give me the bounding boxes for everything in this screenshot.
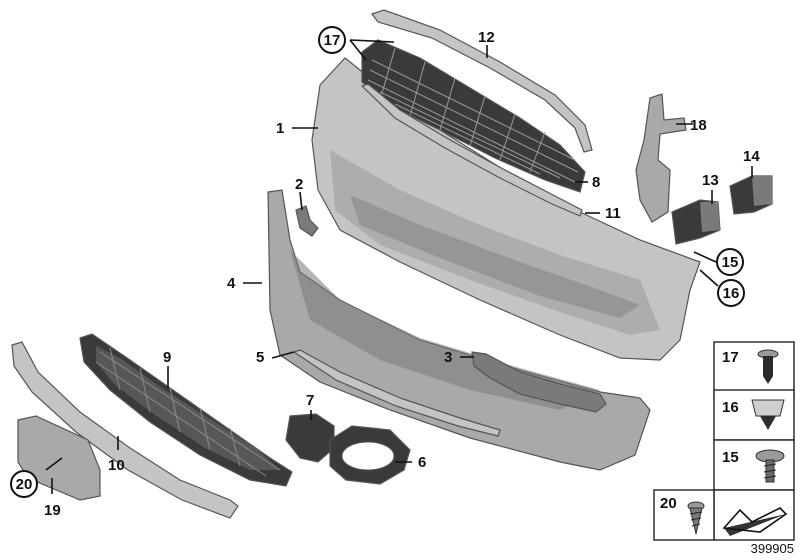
lower-trim-strip-part (292, 349, 501, 437)
clip-rivet-icon (757, 349, 779, 384)
fastener-label-15: 15 (722, 449, 739, 466)
reinforcement-bracket-part (471, 351, 607, 413)
callout-12: 12 (478, 29, 495, 46)
callout-19: 19 (44, 502, 61, 519)
lower-apron-underside (290, 250, 600, 410)
side-bracket-part (635, 93, 687, 223)
lower-grille-part (79, 333, 293, 487)
svg-text:17: 17 (324, 32, 341, 49)
callout-8: 8 (592, 174, 600, 191)
fastener-label-20: 20 (660, 495, 677, 512)
fastener-label-16: 16 (722, 399, 739, 416)
callout-4: 4 (227, 275, 236, 292)
bumper-cover-inner (350, 195, 640, 318)
small-bracket-part (295, 205, 319, 237)
fastener-cell-20 (653, 489, 715, 541)
callout-11: 11 (605, 205, 621, 222)
callout-20-circled: 20 (10, 470, 38, 498)
callout-16-circled: 16 (717, 279, 745, 307)
callout-1: 1 (276, 120, 284, 137)
fastener-cell-15 (713, 439, 795, 491)
callout-5: 5 (256, 349, 264, 366)
bumper-cover-shadow (330, 150, 660, 335)
callout-7: 7 (306, 392, 314, 409)
callout-13: 13 (702, 172, 719, 189)
svg-text:20: 20 (16, 476, 33, 493)
svg-text:15: 15 (722, 254, 739, 271)
diagram-id: 399905 (751, 541, 794, 556)
screw-washer-icon (755, 449, 785, 483)
callout-3: 3 (444, 349, 452, 366)
air-duct-right-face (752, 176, 772, 206)
svg-text:16: 16 (723, 285, 740, 302)
callout-17-circled: 17 (318, 26, 346, 54)
upper-trim-strip-part (371, 9, 593, 153)
callout-9: 9 (163, 349, 171, 366)
leader-lines (45, 39, 753, 494)
air-duct-left-face (700, 202, 720, 232)
upper-grille-part (361, 39, 586, 193)
arrow-direction-icon (722, 507, 788, 536)
fasteners-panel: 17 16 15 20 (653, 341, 795, 541)
fastener-cell-17 (713, 341, 795, 399)
screw-icon (687, 501, 705, 535)
grille-trim-strip-part (360, 83, 583, 217)
callout-15-circled: 15 (716, 248, 744, 276)
callout-18: 18 (690, 117, 707, 134)
foglight-bracket-part (285, 413, 335, 463)
spreader-nut-icon (751, 399, 785, 430)
callout-2: 2 (295, 176, 303, 193)
callout-10: 10 (108, 457, 125, 474)
callout-14: 14 (743, 148, 760, 165)
foglight-frame-part (329, 425, 411, 485)
lower-edge-trim-part (11, 341, 239, 519)
fastener-label-17: 17 (722, 349, 739, 366)
plate-holder-part (17, 415, 101, 501)
callout-6: 6 (418, 454, 426, 471)
